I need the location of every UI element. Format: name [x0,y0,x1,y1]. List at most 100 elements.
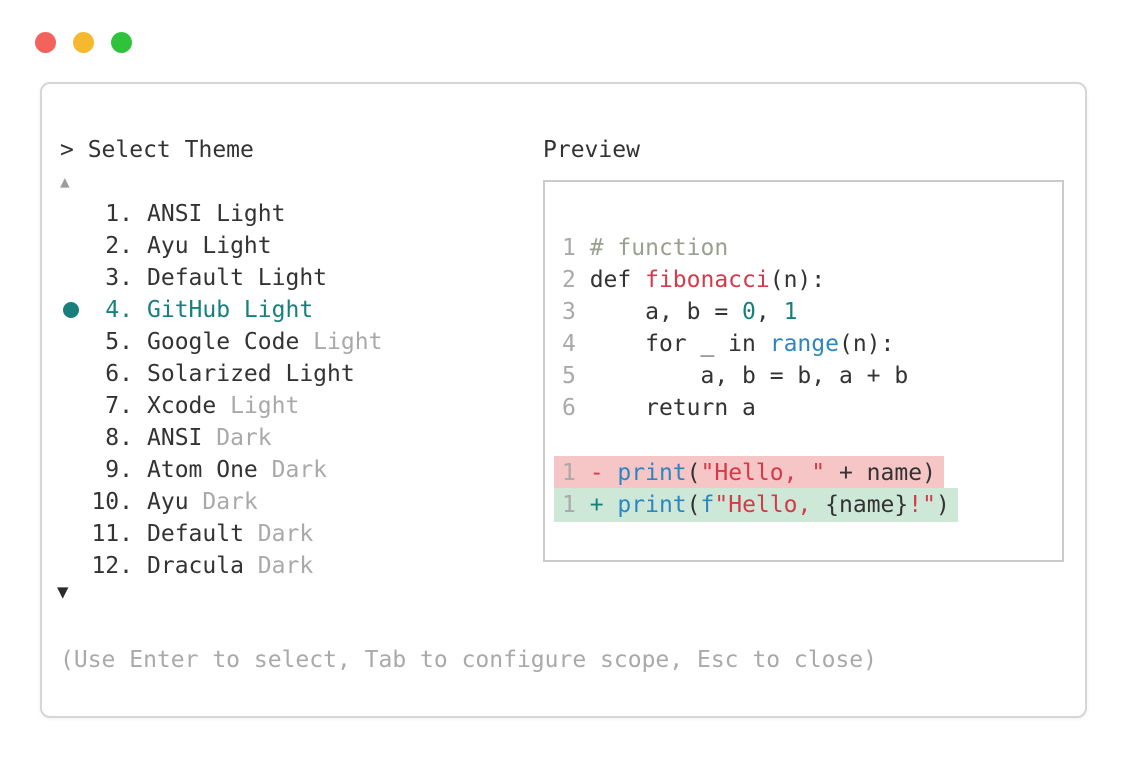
theme-item-name: GitHub Light [147,297,314,323]
theme-item-number: 11. [91,521,133,547]
theme-item-name: Solarized Light [147,361,355,387]
code-token: + name) [825,460,936,486]
line-content: 1 # function [562,232,728,264]
code-token: "Hello, [714,492,826,518]
bullet-spacer [57,454,91,486]
theme-list-item-default-light[interactable]: 3.Default Light [57,262,382,294]
theme-item-mode-suffix: Dark [243,521,314,547]
close-button[interactable] [35,32,56,53]
code-token: 1 [783,299,798,325]
code-token: fibonacci [645,267,770,293]
code-token: for _ in [589,331,770,357]
line-content: 4 for _ in range(n): [562,328,894,360]
theme-item-number: 9. [105,457,133,483]
code-token: # function [589,235,729,261]
code-token: print [617,492,687,518]
theme-item-mode-suffix: Dark [188,489,258,515]
line-number: 1 [562,492,590,518]
theme-list-item-default[interactable]: 11.Default Dark [57,518,382,550]
theme-item-number: 4. [105,297,133,323]
theme-item-name: ANSI Dark [147,425,272,451]
line-content: 3 a, b = 0, 1 [562,296,797,328]
code-token: range [769,331,839,357]
code-token: f [700,492,715,518]
code-line: 1 # function [562,232,1062,264]
theme-item-name: Ayu Dark [147,489,258,515]
code-token: {name} [825,492,909,518]
theme-item-mode-suffix: Dark [202,425,272,451]
theme-item-name: Atom One Dark [147,457,328,483]
bullet-spacer [57,486,91,518]
theme-item-name: Xcode Light [147,393,300,419]
line-content: 2 def fibonacci(n): [562,264,825,296]
theme-item-mode-suffix: Dark [243,553,314,579]
line-number: 1 [562,235,590,261]
theme-item-number: 5. [105,329,133,355]
theme-item-name: Google Code Light [147,329,383,355]
theme-list-item-ayu-light[interactable]: 2.Ayu Light [57,230,382,262]
bullet-spacer [57,422,91,454]
diff-highlight: 1 + print(f"Hello, {name}!") [554,488,958,522]
theme-item-number: 7. [105,393,133,419]
bullet-spacer [57,326,91,358]
code-token: + [589,492,618,518]
code-token: ( [686,460,701,486]
theme-list-item-solarized-light[interactable]: 6. Solarized Light [57,358,382,390]
code-token: , [755,299,784,325]
code-token: "Hello, " [700,460,826,486]
theme-list-item-xcode[interactable]: 7. Xcode Light [57,390,382,422]
theme-list-item-dracula[interactable]: 12. Dracula Dark [57,550,382,582]
code-line: 5 a, b = b, a + b [562,360,1062,392]
select-theme-prompt: > Select Theme [60,137,254,163]
code-line: 3 a, b = 0, 1 [562,296,1062,328]
scroll-down-icon[interactable]: ▼ [57,581,69,603]
code-token: ( [686,492,701,518]
code-token: - [589,460,618,486]
maximize-button[interactable] [111,32,132,53]
code-token: (n): [769,267,826,293]
code-line: 4 for _ in range(n): [562,328,1062,360]
line-number: 4 [562,331,590,357]
line-number: 2 [562,267,590,293]
code-token: !" [908,492,936,518]
code-token: (n): [838,331,895,357]
bullet-spacer [57,230,91,262]
theme-list-item-atom-one[interactable]: 9. Atom One Dark [57,454,382,486]
theme-list-item-github-light[interactable]: 4. GitHub Light [57,294,382,326]
code-line: 6 return a [562,392,1062,424]
theme-item-number: 2. [105,233,133,259]
theme-item-mode-suffix: Light [216,393,300,419]
theme-list-item-ansi-light[interactable]: 1.ANSI Light [57,198,382,230]
keyboard-hint: (Use Enter to select, Tab to configure s… [60,647,877,673]
code-token: ) [935,492,950,518]
theme-item-name: Dracula Dark [147,553,314,579]
bullet-spacer [57,358,91,390]
window-controls [35,32,132,53]
scroll-up-icon: ▲ [60,172,70,191]
bullet-spacer [57,390,91,422]
minimize-button[interactable] [73,32,94,53]
theme-list-item-ayu[interactable]: 10.Ayu Dark [57,486,382,518]
theme-list-item-google-code[interactable]: 5. Google Code Light [57,326,382,358]
theme-item-number: 12. [91,553,133,579]
line-content: 6 return a [562,392,756,424]
theme-item-number: 6. [105,361,133,387]
code-line [562,424,1062,456]
code-token: def [589,267,646,293]
preview-label: Preview [543,137,640,163]
code-token: return a [589,395,756,421]
line-number: 3 [562,299,590,325]
line-number: 1 [562,460,590,486]
line-number: 6 [562,395,590,421]
diff-line-add: 1 + print(f"Hello, {name}!") [554,488,1062,522]
diff-line-del: 1 - print("Hello, " + name) [554,456,1062,490]
theme-item-name: Default Light [147,265,328,291]
bullet-spacer [57,198,91,230]
theme-list-item-ansi[interactable]: 8.ANSI Dark [57,422,382,454]
theme-item-number: 1. [105,201,133,227]
line-number: 5 [562,363,590,389]
bullet-spacer [57,262,91,294]
